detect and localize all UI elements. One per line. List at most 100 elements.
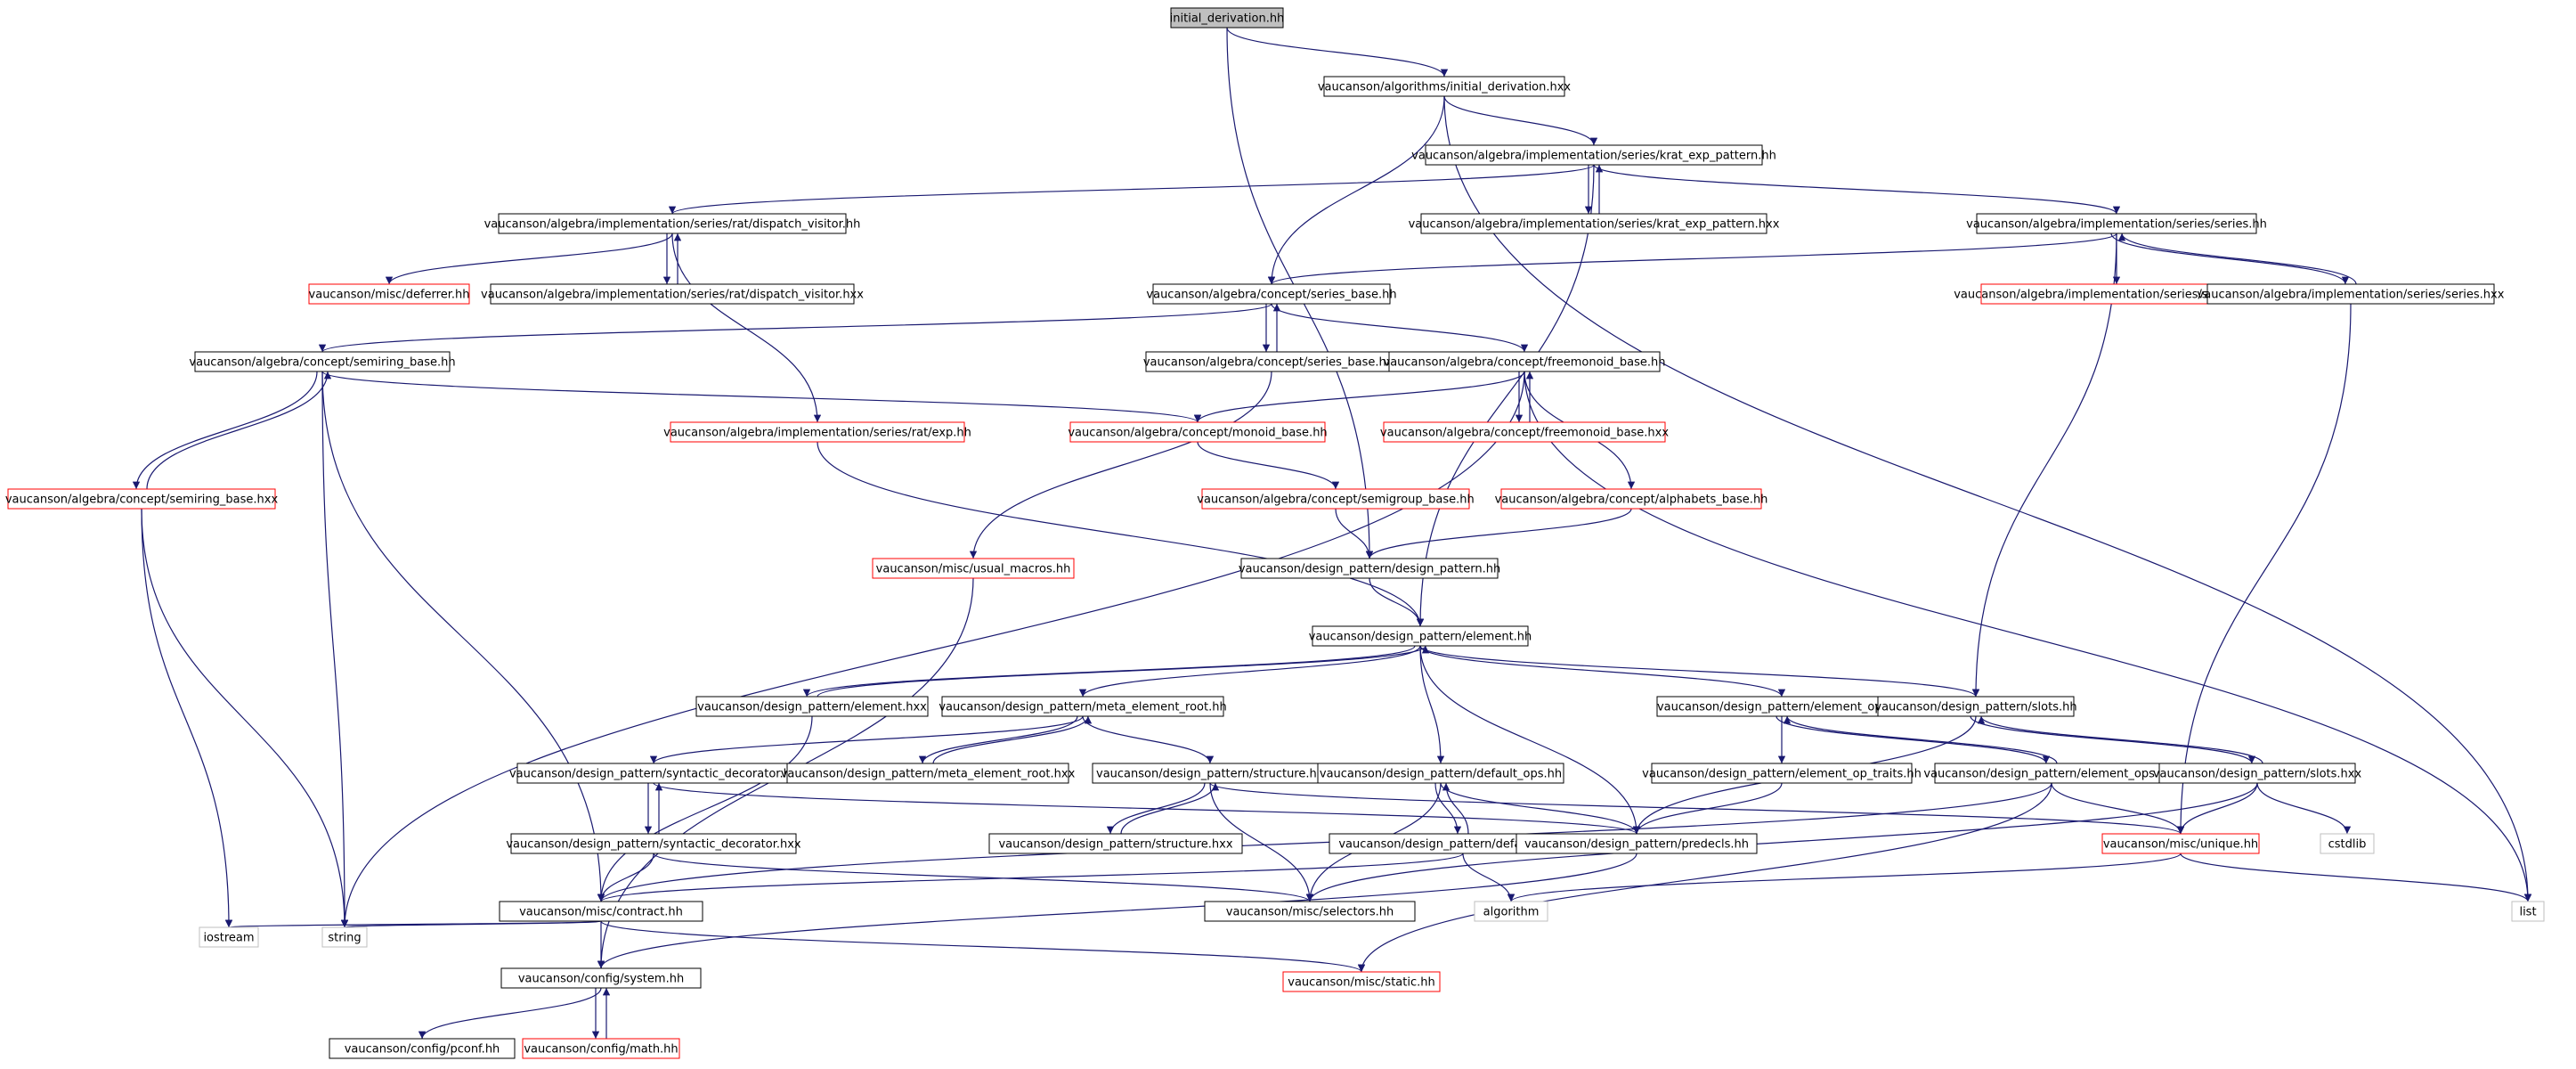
node-n38[interactable]: vaucanson/misc/unique.hh (2101, 833, 2260, 854)
edge-n14-n22 (817, 441, 1425, 627)
node-label: vaucanson/algebra/concept/series_base.hh (1146, 289, 1396, 302)
node-n9[interactable]: vaucanson/algebra/implementation/series/… (2198, 283, 2505, 305)
node-n47[interactable]: vaucanson/misc/static.hh (1282, 971, 1441, 992)
edge-n4-n14 (671, 233, 822, 423)
edge-n5-n9 (2110, 233, 2350, 285)
edge-n17-n45 (141, 508, 349, 928)
node-n2[interactable]: vaucanson/algebra/implementation/series/… (1411, 144, 1776, 166)
node-label: vaucanson/design_pattern/slots.hxx (2153, 768, 2362, 781)
node-n27[interactable]: vaucanson/design_pattern/syntactic_decor… (509, 763, 798, 784)
node-n11[interactable]: vaucanson/algebra/concept/semiring_base.… (189, 351, 456, 372)
node-label: vaucanson/design_pattern/element_ops.hh (1657, 701, 1906, 714)
node-box (500, 967, 702, 989)
node-box (670, 421, 965, 443)
edge-n38-n43 (2180, 853, 2532, 902)
node-label: vaucanson/design_pattern/syntactic_decor… (509, 768, 798, 781)
edge-n2-n4 (669, 164, 1595, 215)
node-label: vaucanson/design_pattern/element.hh (1309, 631, 1532, 644)
node-label: vaucanson/algebra/concept/semigroup_base… (1197, 494, 1475, 507)
node-n34[interactable]: vaucanson/design_pattern/syntactic_decor… (506, 833, 801, 854)
node-n40[interactable]: vaucanson/misc/contract.hh (499, 901, 703, 922)
node-n10[interactable]: vaucanson/algebra/concept/series_base.hh (1146, 283, 1397, 305)
node-n23[interactable]: vaucanson/design_pattern/element.hxx (695, 696, 929, 717)
node-label: vaucanson/misc/contract.hh (519, 906, 683, 919)
node-label: vaucanson/algebra/concept/semiring_base.… (5, 494, 279, 507)
edge-n40-n45 (341, 919, 602, 928)
edge-n5-n26 (1971, 233, 2117, 698)
node-n45: string (321, 926, 368, 948)
edge-n9-n5 (2117, 233, 2357, 285)
edge-n17-n44 (141, 508, 233, 928)
node-n48[interactable]: vaucanson/config/pconf.hh (329, 1038, 516, 1059)
node-n1[interactable]: vaucanson/algorithms/initial_derivation.… (1318, 76, 1572, 97)
node-n4[interactable]: vaucanson/algebra/implementation/series/… (484, 213, 861, 234)
node-n30[interactable]: vaucanson/design_pattern/default_ops.hh (1317, 763, 1564, 784)
node-n24[interactable]: vaucanson/design_pattern/meta_element_ro… (939, 696, 1227, 717)
node-layer: initial_derivation.hh vaucanson/algorithm… (5, 7, 2545, 1059)
node-box (1388, 351, 1661, 372)
node-label: vaucanson/algebra/implementation/series/… (481, 289, 864, 302)
node-n18[interactable]: vaucanson/algebra/concept/semigroup_base… (1197, 488, 1475, 510)
node-n26[interactable]: vaucanson/design_pattern/slots.hh (1874, 696, 2077, 717)
node-n41[interactable]: vaucanson/misc/selectors.hh (1204, 901, 1416, 922)
node-n37[interactable]: vaucanson/design_pattern/predecls.hh (1516, 833, 1758, 854)
node-box (695, 696, 929, 717)
node-label: vaucanson/design_pattern/design_pattern.… (1239, 563, 1500, 576)
node-n0[interactable]: initial_derivation.hh (1170, 7, 1285, 29)
node-label: vaucanson/algebra/implementation/series/… (663, 427, 971, 440)
node-label: vaucanson/misc/usual_macros.hh (876, 563, 1071, 576)
node-n49[interactable]: vaucanson/config/math.hh (522, 1038, 680, 1059)
node-n6[interactable]: vaucanson/misc/deferrer.hh (308, 283, 470, 305)
node-box (522, 1038, 680, 1059)
node-box (490, 283, 855, 305)
node-n29[interactable]: vaucanson/design_pattern/structure.hh (1092, 763, 1329, 784)
node-box (7, 488, 276, 510)
node-n3[interactable]: vaucanson/algebra/implementation/series/… (1409, 213, 1780, 234)
node-box (941, 696, 1224, 717)
node-n33[interactable]: vaucanson/design_pattern/slots.hxx (2153, 763, 2362, 784)
node-n8[interactable]: vaucanson/algebra/implementation/series/… (1954, 283, 2279, 305)
node-box (1170, 7, 1284, 29)
node-n32[interactable]: vaucanson/design_pattern/element_ops.hxx (1923, 763, 2180, 784)
node-label: algorithm (1483, 906, 1540, 919)
edge-n11-n45 (321, 371, 349, 928)
edge-n37-n46 (597, 853, 1637, 969)
node-box (2511, 901, 2545, 922)
node-n7[interactable]: vaucanson/algebra/implementation/series/… (481, 283, 864, 305)
node-n20[interactable]: vaucanson/misc/usual_macros.hh (872, 558, 1075, 579)
node-label: vaucanson/algebra/implementation/series/… (1409, 218, 1780, 232)
node-n28[interactable]: vaucanson/design_pattern/meta_element_ro… (781, 763, 1076, 784)
node-n13[interactable]: vaucanson/algebra/concept/freemonoid_bas… (1384, 351, 1666, 372)
node-n46[interactable]: vaucanson/config/system.hh (500, 967, 702, 989)
edge-n23-n22 (817, 645, 1429, 698)
node-label: vaucanson/design_pattern/default_ops.hh (1320, 768, 1562, 781)
node-label: vaucanson/algebra/implementation/series/… (1966, 218, 2267, 232)
node-n14[interactable]: vaucanson/algebra/implementation/series/… (663, 421, 971, 443)
node-box (1420, 213, 1767, 234)
node-n22[interactable]: vaucanson/design_pattern/element.hh (1309, 625, 1532, 647)
edge-n1-n2 (1443, 95, 1598, 146)
node-label: vaucanson/algebra/concept/series_base.hx… (1143, 356, 1401, 370)
node-n5[interactable]: vaucanson/algebra/implementation/series/… (1966, 213, 2267, 234)
node-n21[interactable]: vaucanson/design_pattern/design_pattern.… (1239, 558, 1500, 579)
node-label: vaucanson/design_pattern/meta_element_ro… (939, 701, 1226, 714)
node-n17[interactable]: vaucanson/algebra/concept/semiring_base.… (5, 488, 279, 510)
edge-n36-n42 (1462, 853, 1516, 902)
node-box (499, 901, 703, 922)
node-box (1877, 696, 2075, 717)
edge-n26-n33 (1970, 715, 2256, 764)
node-n19[interactable]: vaucanson/algebra/concept/alphabets_base… (1495, 488, 1768, 510)
node-label: vaucanson/config/math.hh (524, 1043, 678, 1057)
node-box (1323, 76, 1565, 97)
node-box (1201, 488, 1470, 510)
node-box (1516, 833, 1758, 854)
node-n16[interactable]: vaucanson/algebra/concept/freemonoid_bas… (1380, 421, 1669, 443)
node-n25[interactable]: vaucanson/design_pattern/element_ops.hh (1656, 696, 1907, 717)
node-n35[interactable]: vaucanson/design_pattern/structure.hxx (988, 833, 1243, 854)
edge-n29-n35 (1106, 782, 1206, 835)
node-n39: cstdlib (2320, 833, 2375, 854)
node-label: vaucanson/algebra/concept/monoid_base.hh (1068, 427, 1327, 440)
node-n15[interactable]: vaucanson/algebra/concept/monoid_base.hh (1068, 421, 1328, 443)
node-n12[interactable]: vaucanson/algebra/concept/series_base.hx… (1143, 351, 1401, 372)
node-n31[interactable]: vaucanson/design_pattern/element_op_trai… (1642, 763, 1922, 784)
